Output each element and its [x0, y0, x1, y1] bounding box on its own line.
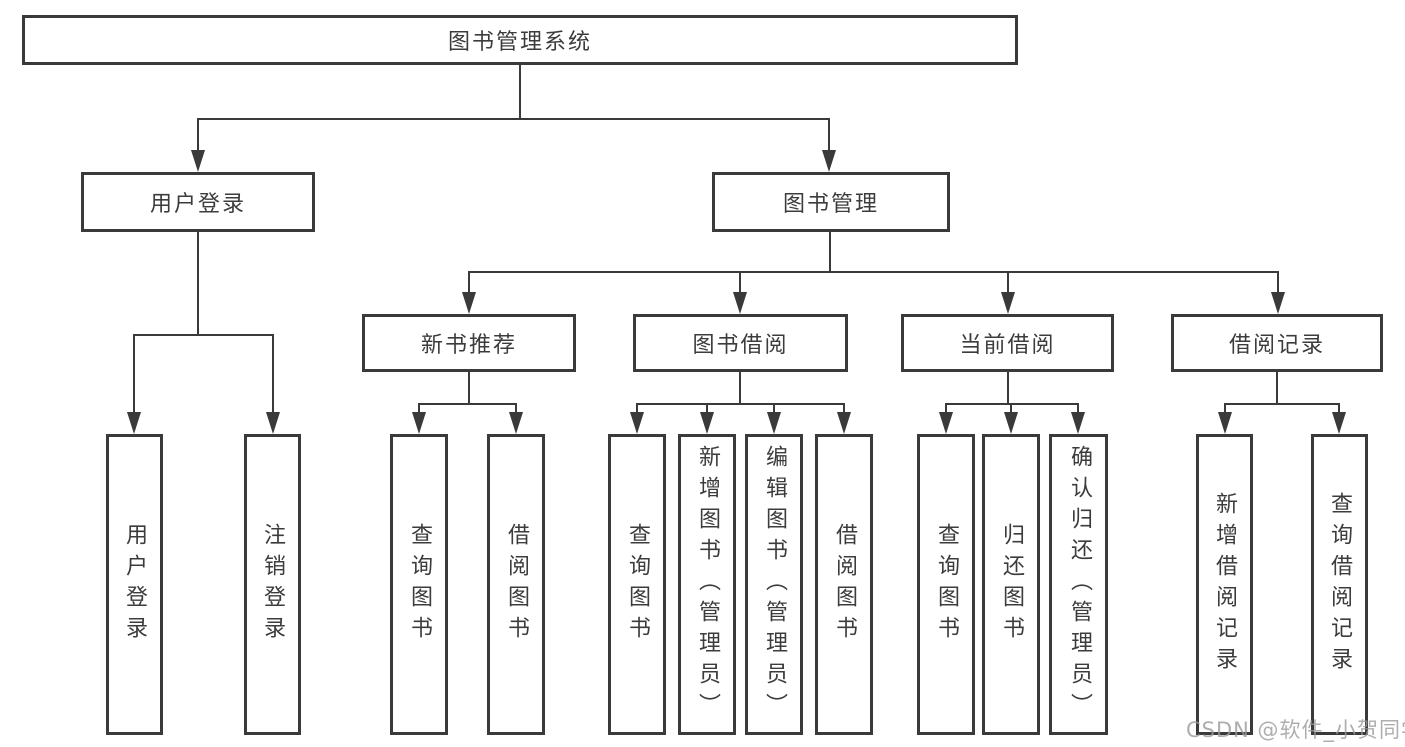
leaf-borrow-book-recommend: 借阅图书 [487, 434, 545, 735]
connector-root-hbar [197, 118, 830, 120]
connector-book-mgmt-stub [829, 231, 831, 273]
arrow-down-icon [700, 412, 714, 434]
connector-arm [945, 403, 947, 415]
arrow-down-icon [822, 150, 836, 172]
arrow-down-icon [412, 412, 426, 434]
connector-arm [1338, 403, 1340, 415]
connector-arm-book-management [828, 118, 830, 154]
leaf-edit-book-admin: 编辑图书（管理员） [745, 434, 803, 735]
node-borrow-records: 借阅记录 [1171, 314, 1383, 372]
connector-arm-user-login [197, 118, 199, 154]
node-root-library-system: 图书管理系统 [22, 15, 1018, 65]
leaf-add-borrow-record: 新增借阅记录 [1196, 434, 1253, 735]
connector-arm-book-borrow [739, 271, 741, 295]
leaf-query-books-recommend: 查询图书 [390, 434, 448, 735]
connector-arm [515, 403, 517, 415]
arrow-down-icon [733, 292, 747, 314]
leaf-query-books-current: 查询图书 [917, 434, 975, 735]
node-current-borrow: 当前借阅 [901, 314, 1114, 372]
arrow-down-icon [1004, 412, 1018, 434]
arrow-down-icon [1271, 292, 1285, 314]
connector-arm [1224, 403, 1226, 415]
leaf-query-borrow-record: 查询借阅记录 [1311, 434, 1368, 735]
connector-book-borrow-hbar [636, 403, 845, 405]
connector-arm-new-book [468, 271, 470, 295]
connector-arm-current-borrow [1007, 271, 1009, 295]
connector-arm [706, 403, 708, 415]
connector-current-borrow-hbar [945, 403, 1079, 405]
leaf-add-book-admin: 新增图书（管理员） [678, 434, 736, 735]
leaf-confirm-return-admin: 确认归还（管理员） [1049, 434, 1108, 735]
connector-arm-leaf-user-login [133, 334, 135, 414]
connector-arm [773, 403, 775, 415]
arrow-down-icon [462, 292, 476, 314]
node-new-book-recommend: 新书推荐 [362, 314, 576, 372]
leaf-query-books-borrow: 查询图书 [608, 434, 666, 735]
connector-arm [1077, 403, 1079, 415]
csdn-watermark: CSDN @软件_小贺同学 [1186, 718, 1405, 742]
arrow-down-icon [1332, 412, 1346, 434]
connector-new-book-hbar [418, 403, 517, 405]
connector-book-borrow-stub [739, 371, 741, 405]
leaf-user-login: 用户登录 [106, 434, 163, 735]
arrow-down-icon [837, 412, 851, 434]
connector-arm-borrow-records [1277, 271, 1279, 295]
node-book-management: 图书管理 [712, 172, 950, 232]
leaf-logout: 注销登录 [244, 434, 301, 735]
connector-root-stub [519, 64, 521, 120]
connector-borrow-records-stub [1276, 371, 1278, 405]
node-book-borrow: 图书借阅 [633, 314, 848, 372]
connector-arm [843, 403, 845, 415]
arrow-down-icon [127, 412, 141, 434]
connector-book-mgmt-hbar [468, 271, 1279, 273]
connector-arm [1010, 403, 1012, 415]
arrow-down-icon [509, 412, 523, 434]
connector-current-borrow-stub [1007, 371, 1009, 405]
arrow-down-icon [939, 412, 953, 434]
connector-user-login-stub [197, 231, 199, 335]
arrow-down-icon [1071, 412, 1085, 434]
leaf-return-book: 归还图书 [982, 434, 1040, 735]
arrow-down-icon [191, 150, 205, 172]
arrow-down-icon [266, 412, 280, 434]
arrow-down-icon [630, 412, 644, 434]
connector-arm [636, 403, 638, 415]
connector-user-login-hbar [133, 334, 274, 336]
connector-arm-leaf-logout [272, 334, 274, 414]
arrow-down-icon [1001, 292, 1015, 314]
connector-new-book-stub [468, 371, 470, 405]
arrow-down-icon [767, 412, 781, 434]
connector-borrow-records-hbar [1224, 403, 1340, 405]
node-user-login: 用户登录 [81, 172, 315, 232]
arrow-down-icon [1218, 412, 1232, 434]
connector-arm [418, 403, 420, 415]
leaf-borrow-book: 借阅图书 [815, 434, 873, 735]
